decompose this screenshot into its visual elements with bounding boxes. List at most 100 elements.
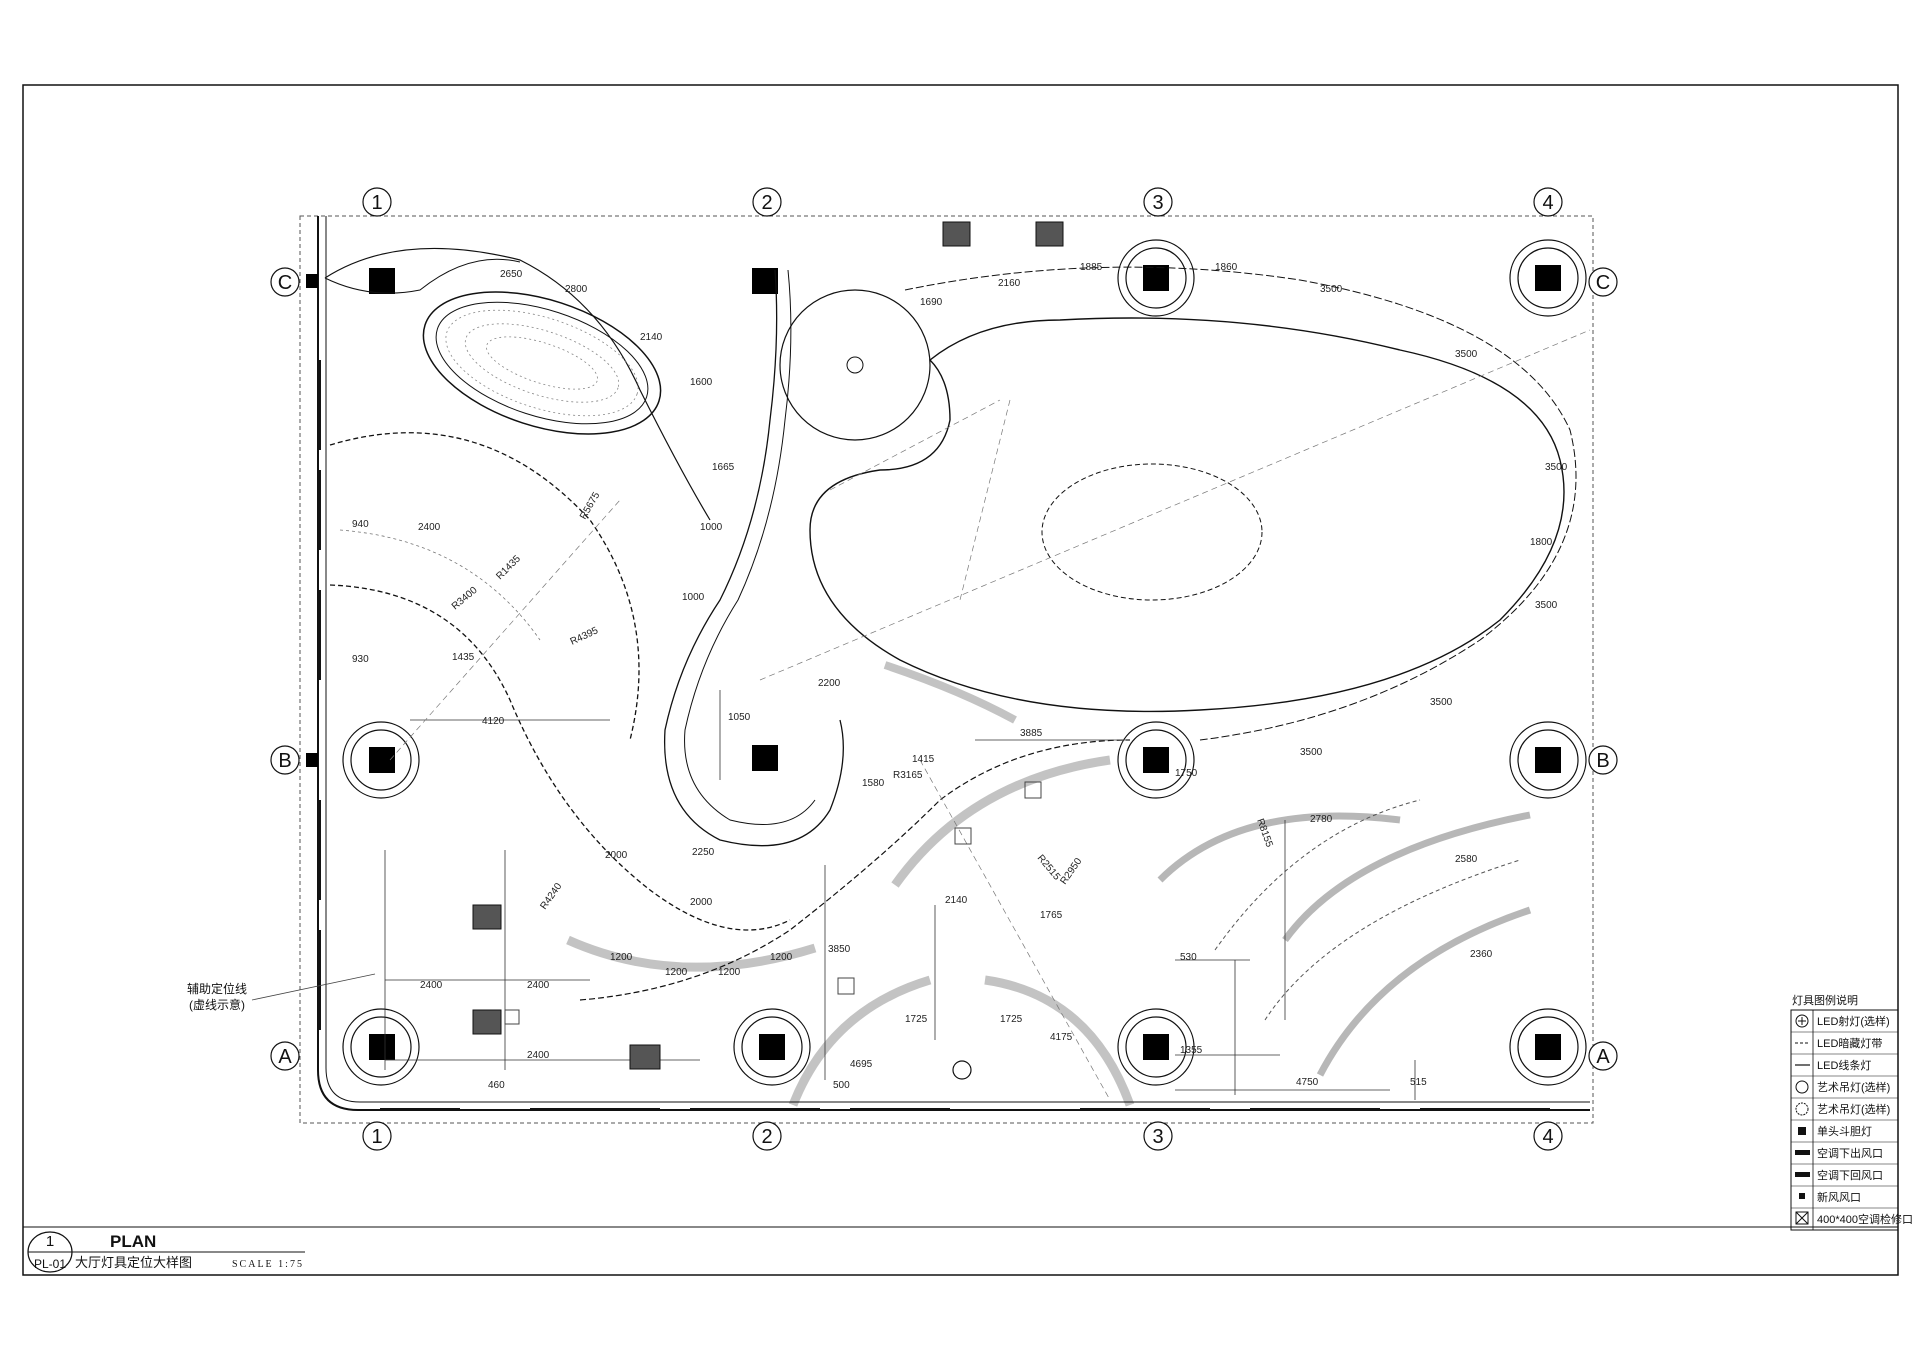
art-pendant-icon xyxy=(1795,1080,1809,1094)
legend-item-3: 艺术吊灯(选样) xyxy=(1817,1080,1890,1094)
s-curve-bulkhead-inner xyxy=(684,269,816,825)
ac-vents xyxy=(472,221,1064,1070)
arc-panel-e xyxy=(984,975,1135,1107)
art-pendant-icon xyxy=(846,356,864,374)
wall-window-marks xyxy=(317,360,1550,1111)
dim-930: 930 xyxy=(352,654,369,665)
fan-arc-guide-1 xyxy=(1214,799,1421,951)
grid-row-a-left: A xyxy=(278,1046,292,1068)
grid-row-b-left: B xyxy=(278,750,291,772)
grid-row-c-right: C xyxy=(1596,272,1610,294)
dim-1725-a: 1725 xyxy=(905,1014,928,1025)
plan-boundary xyxy=(299,215,1594,1124)
dim-1050: 1050 xyxy=(728,712,751,723)
legend-item-6: 空调下出风口 xyxy=(1817,1146,1883,1160)
dim-2400-a: 2400 xyxy=(418,522,441,533)
dim-2360: 2360 xyxy=(1470,949,1493,960)
legend-item-9: 400*400空调检修口 xyxy=(1817,1212,1913,1226)
dim-3500-a: 3500 xyxy=(1320,284,1343,295)
dim-1860: 1860 xyxy=(1215,262,1238,273)
legend-title: 灯具图例说明 xyxy=(1792,993,1858,1007)
dim-1800: 1800 xyxy=(1530,537,1553,548)
legend-item-8: 新风风口 xyxy=(1817,1190,1861,1204)
dim-2200: 2200 xyxy=(818,678,841,689)
legend-item-0: LED射灯(选样) xyxy=(1817,1014,1890,1028)
round-pendant-icon xyxy=(952,1060,972,1080)
arc-panel-c xyxy=(883,661,1017,724)
dim-4750: 4750 xyxy=(1296,1077,1319,1088)
grid-col-4-bottom: 4 xyxy=(1542,1126,1553,1148)
dim-1200-d: 1200 xyxy=(770,952,793,963)
dim-1200-a: 1200 xyxy=(610,952,633,963)
dim-515: 515 xyxy=(1410,1077,1427,1088)
dim-1415: 1415 xyxy=(912,754,935,765)
grid-col-4-top: 4 xyxy=(1542,192,1553,214)
lower-s-curve xyxy=(579,739,1131,1001)
radius-r4395: R4395 xyxy=(569,625,601,648)
oval-led-ceiling xyxy=(422,291,662,435)
dim-1200-c: 1200 xyxy=(718,967,741,978)
dim-500: 500 xyxy=(833,1080,850,1091)
top-left-soffit-curve xyxy=(324,247,711,521)
s-curve-bulkhead xyxy=(663,269,844,847)
dim-1750: 1750 xyxy=(1175,768,1198,779)
round-ceiling-disc xyxy=(779,289,931,441)
radius-r2515: R2515 xyxy=(1035,853,1063,883)
inner-oval-led xyxy=(1041,463,1263,601)
note-line-2: (虚线示意) xyxy=(189,997,245,1012)
arc-r5675 xyxy=(329,432,640,741)
legend: 灯具图例说明 LED射灯(选样) LED暗藏灯带 LED线条灯 艺术吊灯(选样)… xyxy=(1790,993,1913,1231)
dim-460: 460 xyxy=(488,1080,505,1091)
dimension-labels: 2650 2800 2140 1600 1665 1000 1000 1885 … xyxy=(352,262,1568,1091)
legend-item-5: 单头斗胆灯 xyxy=(1817,1125,1872,1138)
structural-columns xyxy=(306,239,1587,1086)
grid-col-3-bottom: 3 xyxy=(1152,1126,1163,1148)
plan-label: PLAN xyxy=(110,1232,156,1251)
scale-label: SCALE 1:75 xyxy=(232,1259,304,1270)
dim-3500-b: 3500 xyxy=(1455,349,1478,360)
note-line-1: 辅助定位线 xyxy=(187,981,247,996)
legend-item-1: LED暗藏灯带 xyxy=(1817,1036,1882,1050)
dim-2400-c: 2400 xyxy=(527,980,550,991)
art-pendant-alt-icon xyxy=(1795,1102,1809,1116)
dim-2400-b: 2400 xyxy=(420,980,443,991)
dim-1580: 1580 xyxy=(862,778,885,789)
dim-2140: 2140 xyxy=(640,332,663,343)
grid-col-1-bottom: 1 xyxy=(371,1126,382,1148)
dimension-lines xyxy=(384,690,1416,1100)
single-head-grille-light-icon xyxy=(1798,1127,1806,1135)
arc-panel-b xyxy=(566,935,817,972)
dim-2000-b: 2000 xyxy=(690,897,713,908)
led-spotlight-icon xyxy=(1795,1014,1809,1028)
ac-return-vent-icon xyxy=(1795,1172,1810,1177)
dim-2250: 2250 xyxy=(692,847,715,858)
dim-1000-a: 1000 xyxy=(700,522,723,533)
dim-2650: 2650 xyxy=(500,269,523,280)
note-leader xyxy=(251,973,376,1001)
dim-1885: 1885 xyxy=(1080,262,1103,273)
dim-2140-b: 2140 xyxy=(945,895,968,906)
grid-col-2-bottom: 2 xyxy=(761,1126,772,1148)
dim-1725-b: 1725 xyxy=(1000,1014,1023,1025)
dim-3500-f: 3500 xyxy=(1300,747,1323,758)
grid-col-3-top: 3 xyxy=(1152,192,1163,214)
dim-1200-b: 1200 xyxy=(665,967,688,978)
dim-2160: 2160 xyxy=(998,278,1021,289)
grid-col-2-top: 2 xyxy=(761,192,772,214)
radius-r4240: R4240 xyxy=(538,881,564,912)
dim-3500-d: 3500 xyxy=(1535,600,1558,611)
dim-530: 530 xyxy=(1180,952,1197,963)
radius-r1435: R1435 xyxy=(494,553,523,582)
dim-940: 940 xyxy=(352,519,369,530)
grid-row-c-left: C xyxy=(278,272,292,294)
outer-led-strip-curve xyxy=(904,266,1577,741)
top-left-soffit-curve-b xyxy=(324,258,521,294)
dim-1435: 1435 xyxy=(452,652,475,663)
legend-item-7: 空调下回风口 xyxy=(1817,1168,1883,1182)
left-wall xyxy=(317,216,1590,1111)
dim-3885: 3885 xyxy=(1020,728,1043,739)
radius-r5675: R5675 xyxy=(578,490,602,521)
dim-3500-e: 3500 xyxy=(1430,697,1453,708)
ac-access-panel-icon xyxy=(1795,1211,1809,1225)
